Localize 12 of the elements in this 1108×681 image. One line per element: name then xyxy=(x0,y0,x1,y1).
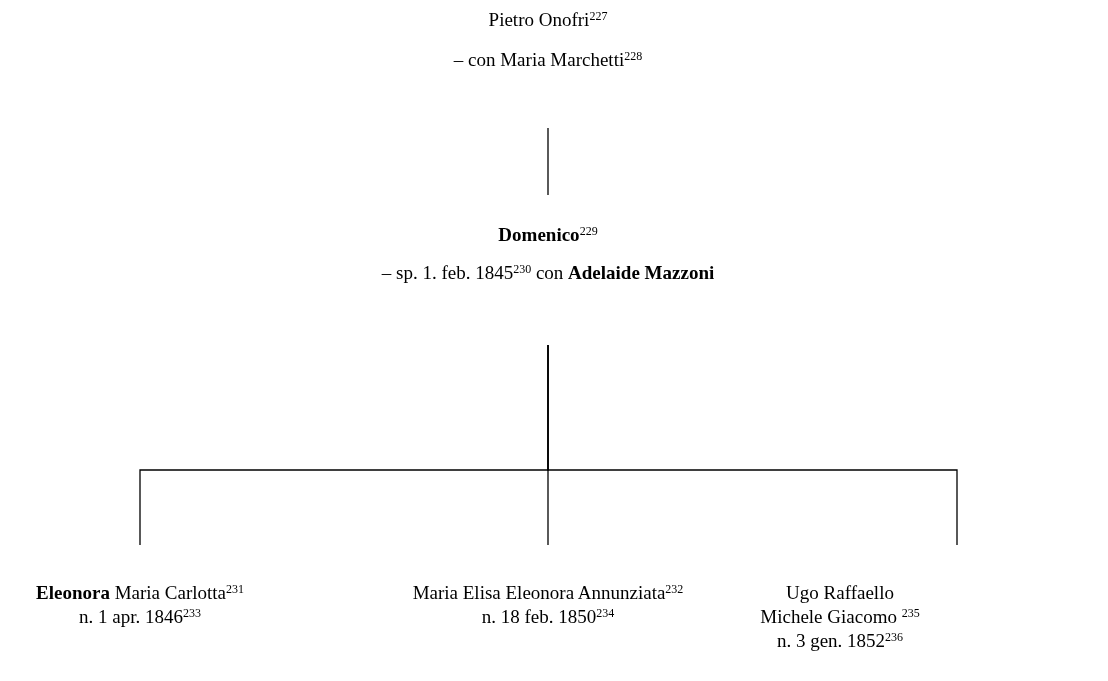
person-details: n. 18 feb. 1850$^{234}$ xyxy=(481,605,615,629)
connector-line xyxy=(547,127,549,196)
person-details: – con Maria Marchetti$^{228}$ xyxy=(453,48,643,72)
person-name: Eleonora Maria Carlotta$^{231}$ xyxy=(36,581,244,605)
person-name: Maria Elisa Eleonora Annunziata$^{232}$ xyxy=(412,581,684,605)
person-name: Pietro Onofri$^{227}$ xyxy=(488,8,608,32)
person-details: n. 1 apr. 1846$^{233}$ xyxy=(79,605,201,629)
person-name: Domenico$^{229}$ xyxy=(498,223,598,247)
person-details: n. 3 gen. 1852$^{236}$ xyxy=(776,629,904,653)
person-details: – sp. 1. feb. 1845$^{230}$ con Adelaide Mazzoni xyxy=(381,261,715,285)
person-name: Ugo Raffaello Michele Giacomo $^{235}$ xyxy=(759,581,921,629)
connector-line xyxy=(547,344,958,546)
